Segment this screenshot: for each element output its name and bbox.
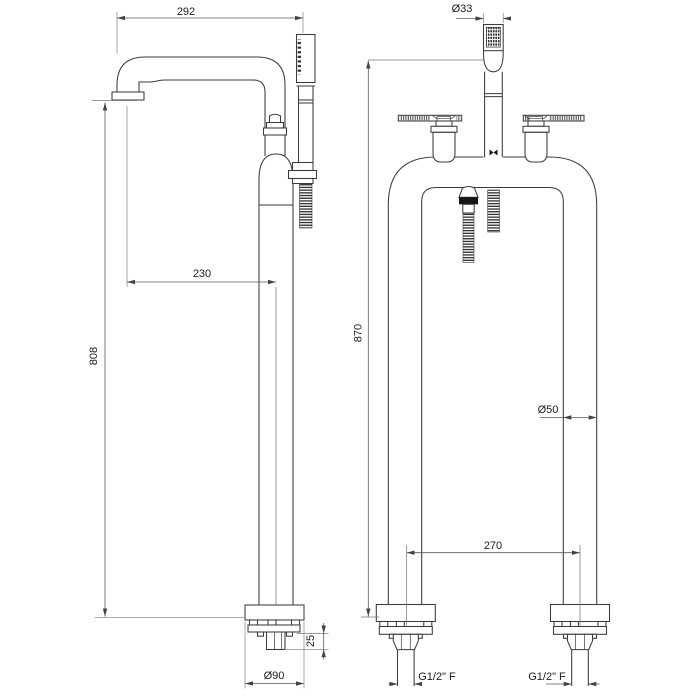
- front-outlet-symbol: [489, 149, 498, 156]
- front-left-base-flange: [375, 603, 436, 623]
- front-right-valve: [522, 114, 585, 163]
- front-handshower: [482, 23, 504, 159]
- side-view: [111, 33, 318, 651]
- dim-o90-label: Ø90: [264, 670, 285, 682]
- front-left-base: [375, 603, 436, 686]
- front-right-base-plate: [552, 625, 608, 635]
- side-hose-connector: [287, 161, 318, 185]
- front-hose-spring: [487, 189, 500, 233]
- dim-g12f-left-label: G1/2" F: [418, 671, 456, 683]
- side-handshower: [287, 33, 318, 229]
- front-handshower-spray-face: [485, 26, 501, 48]
- dim-270-label: 270: [484, 540, 502, 552]
- side-base-tailpiece: [265, 631, 286, 651]
- front-view: [375, 23, 611, 686]
- front-left-valve: [397, 114, 463, 163]
- front-right-valve-body: [524, 131, 548, 163]
- side-column: [258, 153, 294, 605]
- side-base: [244, 604, 305, 651]
- front-diverter: [458, 185, 479, 263]
- dim-o33-label: Ø33: [452, 3, 473, 15]
- front-right-tailpiece: [566, 633, 594, 651]
- side-diverter-knob: [262, 113, 288, 136]
- front-diverter-spring: [462, 212, 475, 263]
- side-base-flange: [244, 604, 305, 621]
- dim-808-label: 808: [88, 347, 100, 365]
- front-left-valve-body: [432, 131, 456, 163]
- side-hose-spring: [299, 183, 313, 229]
- side-spout-outlet-flange: [111, 91, 145, 101]
- dim-o50-label: Ø50: [538, 404, 559, 416]
- dim-870-label: 870: [353, 324, 365, 342]
- dim-292-label: 292: [177, 6, 195, 18]
- dim-230-label: 230: [193, 268, 211, 280]
- front-left-base-plate: [378, 625, 433, 635]
- side-handshower-spray-face: [297, 39, 301, 75]
- dim-25-label: 25: [305, 635, 317, 647]
- front-diverter-band: [459, 197, 478, 205]
- side-spout-elbow: [111, 56, 286, 156]
- front-handshower-head: [482, 23, 504, 52]
- side-base-plate: [247, 624, 301, 633]
- dim-g12f-right-label: G1/2" F: [528, 671, 566, 683]
- side-handshower-head: [295, 33, 316, 84]
- front-left-tailpiece: [392, 633, 419, 651]
- dimensions: 292 808 230 25 Ø90 Ø33 870: [88, 3, 600, 689]
